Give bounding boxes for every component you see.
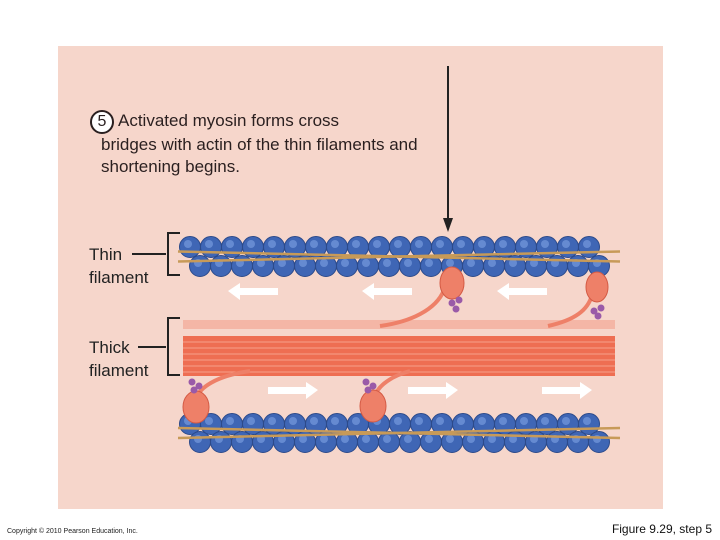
actin-bead-highlight — [404, 259, 412, 267]
actin-bead-highlight — [436, 417, 444, 425]
actin-bead-highlight — [562, 417, 570, 425]
step-number-badge: 5 — [90, 110, 114, 134]
actin-bead-highlight — [467, 435, 475, 443]
step-text-rest: bridges with actin of the thin filaments… — [101, 135, 418, 176]
actin-bead-highlight — [331, 417, 339, 425]
actin-bead-highlight — [373, 240, 381, 248]
myosin-head — [547, 271, 609, 328]
actin-bead-highlight — [520, 240, 528, 248]
actin-bead-highlight — [278, 259, 286, 267]
actin-bead-highlight — [331, 240, 339, 248]
actin-bead-highlight — [583, 240, 591, 248]
actin-bead-highlight — [488, 435, 496, 443]
actin-bead-highlight — [247, 417, 255, 425]
actin-bead-highlight — [184, 240, 192, 248]
actin-bead-highlight — [457, 240, 465, 248]
actin-bead-highlight — [394, 240, 402, 248]
actin-bead-highlight — [247, 240, 255, 248]
actin-bead-highlight — [299, 259, 307, 267]
left-arrow-icon — [497, 283, 547, 300]
actin-bead-highlight — [457, 417, 465, 425]
tropomyosin-strand — [177, 426, 621, 440]
actin-bead-highlight — [436, 240, 444, 248]
actin-bead-highlight — [446, 435, 454, 443]
thin-filament-label: Thin filament — [89, 245, 149, 287]
actin-bead-highlight — [583, 417, 591, 425]
actin-bead-highlight — [520, 417, 528, 425]
actin-bead-highlight — [362, 435, 370, 443]
down-arrow-icon — [443, 66, 453, 232]
actin-bead-highlight — [194, 435, 202, 443]
thin-filament-top — [177, 236, 621, 277]
actin-bead-highlight — [562, 240, 570, 248]
thin-filament-bracket — [132, 232, 180, 276]
actin-bead-highlight — [509, 259, 517, 267]
actin-bead-highlight — [352, 240, 360, 248]
actin-bead-highlight — [299, 435, 307, 443]
actin-bead-highlight — [226, 240, 234, 248]
actin-bead-highlight — [404, 435, 412, 443]
actin-bead-highlight — [310, 417, 318, 425]
actin-bead-highlight — [383, 435, 391, 443]
actin-bead-highlight — [394, 417, 402, 425]
actin-bead-highlight — [467, 259, 475, 267]
myosin-head — [379, 266, 465, 328]
actin-bead-highlight — [205, 417, 213, 425]
thick-filament-bracket — [138, 317, 180, 376]
actin-bead-highlight — [268, 240, 276, 248]
actin-bead-highlight — [310, 240, 318, 248]
actin-bead-highlight — [509, 435, 517, 443]
actin-bead-highlight — [425, 435, 433, 443]
actin-bead-highlight — [415, 417, 423, 425]
figure-caption: Figure 9.29, step 5 — [611, 522, 712, 536]
tropomyosin-strand — [177, 250, 621, 263]
actin-bead-highlight — [226, 417, 234, 425]
right-arrow-icon — [268, 382, 318, 399]
actin-bead-highlight — [268, 417, 276, 425]
actin-bead-highlight — [415, 240, 423, 248]
thin-filament-bottom — [177, 413, 621, 453]
actin-bead-highlight — [425, 259, 433, 267]
actin-bead-highlight — [320, 259, 328, 267]
actin-bead-highlight — [478, 417, 486, 425]
thick-filament-label: Thick filament — [89, 338, 149, 380]
actin-bead-highlight — [499, 417, 507, 425]
actin-bead-highlight — [541, 240, 549, 248]
actin-bead-highlight — [289, 417, 297, 425]
actin-bead-highlight — [341, 435, 349, 443]
actin-bead-highlight — [289, 240, 297, 248]
phosphate-icon — [448, 296, 463, 313]
right-arrow-icon — [542, 382, 592, 399]
actin-bead-highlight — [205, 240, 213, 248]
myosin-head — [359, 369, 411, 423]
thick-filament — [183, 320, 615, 376]
actin-bead-highlight — [499, 240, 507, 248]
actin-bead-highlight — [352, 417, 360, 425]
actin-bead-highlight — [257, 259, 265, 267]
left-arrow-icon — [228, 283, 278, 300]
phosphate-icon — [188, 378, 203, 394]
step-text-line1: Activated myosin forms cross — [118, 111, 340, 130]
actin-bead-highlight — [530, 259, 538, 267]
actin-bead-highlight — [446, 259, 454, 267]
phosphate-icon — [362, 378, 377, 394]
copyright-notice: Copyright © 2010 Pearson Education, Inc. — [7, 528, 138, 535]
right-arrow-icon — [408, 382, 458, 399]
phosphate-icon — [590, 304, 605, 320]
left-arrow-icon — [362, 283, 412, 300]
actin-bead-highlight — [278, 435, 286, 443]
actin-bead-highlight — [341, 259, 349, 267]
actin-bead-highlight — [383, 259, 391, 267]
actin-bead-highlight — [478, 240, 486, 248]
actin-bead-highlight — [541, 417, 549, 425]
actin-bead-highlight — [488, 259, 496, 267]
actin-bead-highlight — [320, 435, 328, 443]
actin-bead-highlight — [362, 259, 370, 267]
